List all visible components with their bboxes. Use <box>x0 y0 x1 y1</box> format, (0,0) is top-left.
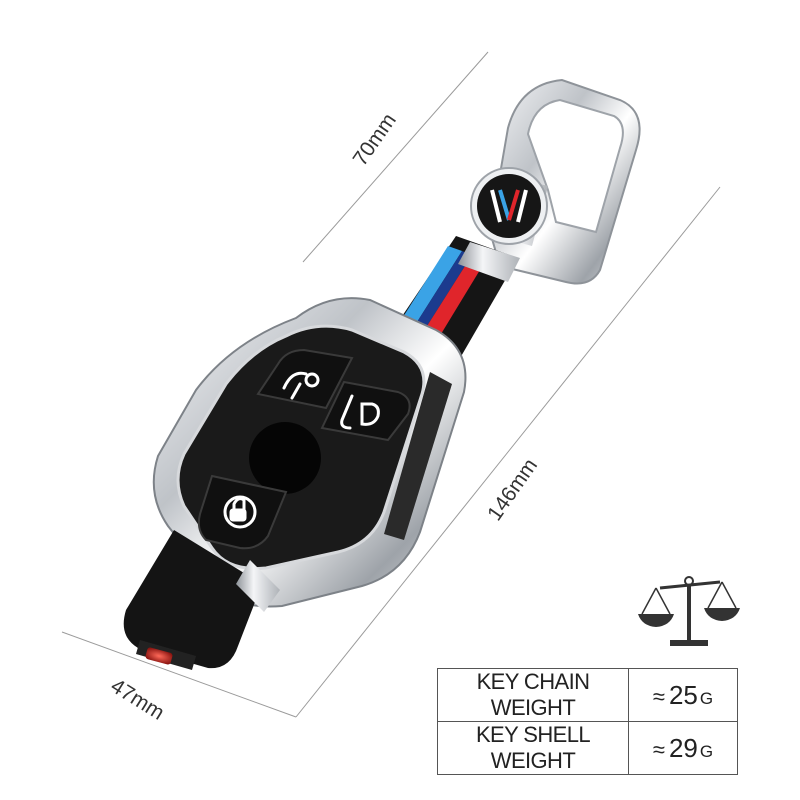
key-blade <box>123 530 280 670</box>
weight-value: 25 <box>668 679 698 710</box>
brand-logo-icon <box>470 167 548 245</box>
dimension-line-70 <box>302 51 489 263</box>
dimension-line-146 <box>295 186 721 718</box>
weight-unit: G <box>699 741 714 761</box>
weight-value: 29 <box>668 732 698 763</box>
approx-symbol: ≈ <box>652 736 665 762</box>
weight-label: KEY SHELL WEIGHT <box>437 721 629 775</box>
lock-button <box>197 474 288 550</box>
weight-label: KEY CHAIN WEIGHT <box>437 668 629 722</box>
dimension-line-47 <box>61 631 297 718</box>
approx-symbol: ≈ <box>652 683 665 709</box>
weight-unit: G <box>699 688 714 708</box>
trunk-icon <box>282 371 320 400</box>
trunk-button <box>256 348 354 410</box>
dimension-lines <box>61 51 721 718</box>
lock-icon <box>223 495 257 529</box>
balance-scale-icon <box>638 576 740 646</box>
unlock-icon <box>340 394 380 430</box>
unlock-button <box>320 380 411 442</box>
